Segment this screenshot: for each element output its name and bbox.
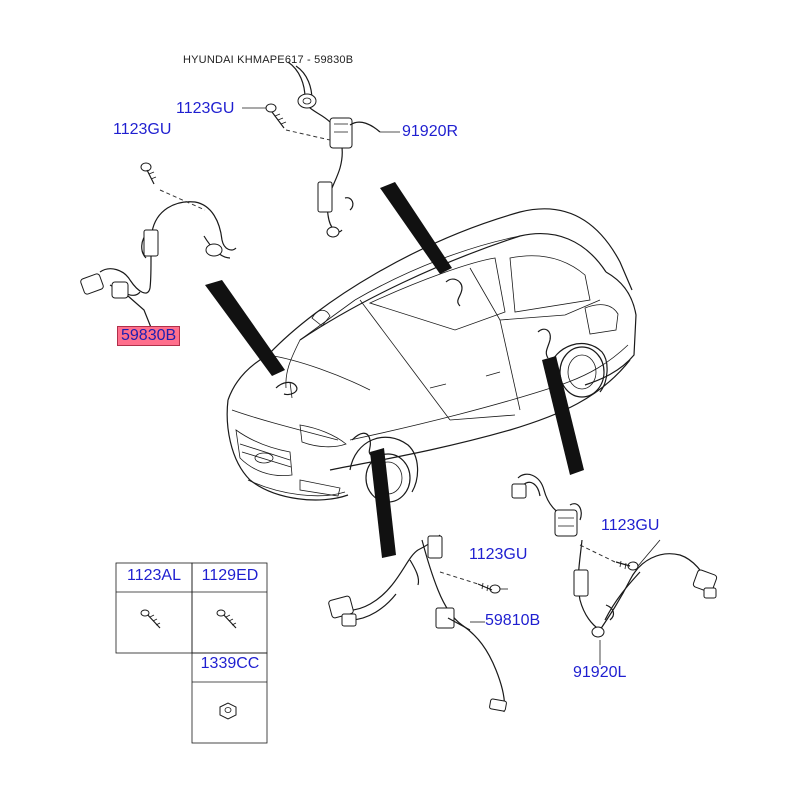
- callout-59830b[interactable]: 59830B: [117, 326, 181, 346]
- sensor-assembly-91920r: [265, 61, 381, 238]
- leader-lines: [242, 107, 661, 665]
- sensor-assembly-91920l: [511, 473, 718, 638]
- bolt-1123gu-front: [477, 582, 501, 594]
- legend-code-1123al[interactable]: 1123AL: [127, 567, 181, 584]
- callout-91920l[interactable]: 91920L: [573, 664, 627, 681]
- callout-1123gu-top[interactable]: 1123GU: [176, 100, 235, 117]
- diagram-title: HYUNDAI KHMAPE617 - 59830B: [183, 54, 354, 66]
- legend-code-1339cc[interactable]: 1339CC: [200, 655, 260, 672]
- bolt-1123al-icon: [140, 609, 161, 629]
- callout-1123gu-front[interactable]: 1123GU: [469, 546, 528, 563]
- bolt-1123gu-left: [140, 162, 157, 185]
- callout-59810b[interactable]: 59810B: [485, 612, 541, 629]
- callout-91920r[interactable]: 91920R: [402, 123, 459, 140]
- car-illustration: [226, 208, 637, 503]
- bolt-1123gu-right: [615, 560, 639, 571]
- callout-1123gu-right[interactable]: 1123GU: [601, 517, 660, 534]
- sensor-assembly-59830b: [80, 162, 237, 331]
- bolt-1123gu-top: [265, 103, 287, 129]
- legend-code-1129ed[interactable]: 1129ED: [201, 567, 259, 584]
- nut-1339cc-icon: [219, 702, 237, 720]
- sensor-assembly-59810b: [328, 534, 507, 713]
- bolt-1129ed-icon: [216, 609, 237, 629]
- callout-1123gu-left[interactable]: 1123GU: [113, 121, 172, 138]
- pointer-arrows: [205, 182, 584, 558]
- fastener-legend-table: [115, 562, 268, 744]
